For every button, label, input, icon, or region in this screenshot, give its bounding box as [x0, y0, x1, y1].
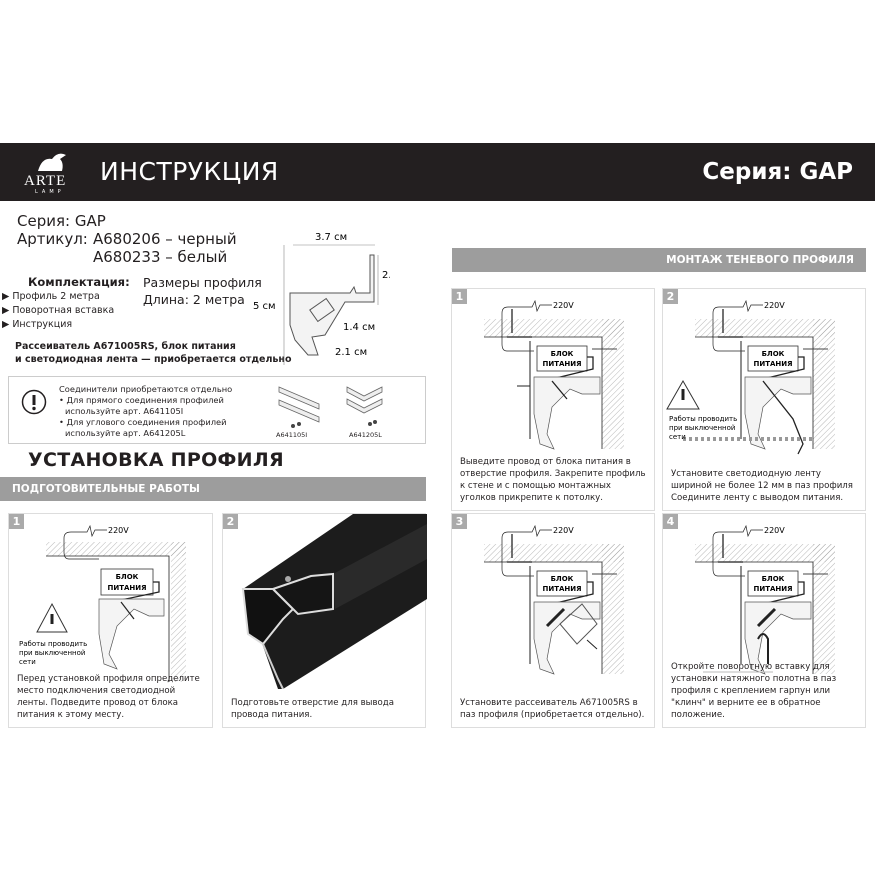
dim-flange: 2.3 см [382, 270, 390, 281]
svg-text:сети: сети [19, 658, 36, 666]
logo-subtext: LAMP [35, 189, 65, 195]
article-white: A680233 – белый [93, 248, 228, 266]
svg-text:БЛОК: БЛОК [762, 350, 785, 358]
step-number: 2 [223, 514, 238, 529]
step-caption: Откройте поворотную вставку для установк… [671, 662, 837, 720]
connectors-notice: Соединители приобретаются отдельно• Для … [8, 376, 426, 444]
svg-text:ПИТАНИЯ: ПИТАНИЯ [753, 585, 792, 593]
article-black: A680206 – черный [93, 230, 237, 248]
dims-title: Размеры профиля [143, 275, 262, 290]
step-caption: Установите светодиодную ленту шириной не… [671, 469, 853, 503]
mounting-diagram: 220V БЛОК ПИТАНИЯ [484, 524, 624, 675]
griffin-logo-icon [38, 153, 66, 171]
svg-text:220V: 220V [108, 526, 129, 535]
step-number: 2 [663, 289, 678, 304]
kit-list: ▶ Профиль 2 метра ▶ Поворотная вставка ▶… [2, 290, 114, 332]
svg-text:ПИТАНИЯ: ПИТАНИЯ [753, 360, 792, 368]
step-number: 1 [9, 514, 24, 529]
svg-text:БЛОК: БЛОК [551, 575, 574, 583]
kit-item: ▶ Поворотная вставка [2, 305, 115, 316]
dim-width: 3.7 см [315, 232, 347, 243]
dim-slot: 1.4 см [343, 322, 375, 333]
document-title: ИНСТРУКЦИЯ [100, 157, 279, 186]
series-label: Серия: GAP [17, 212, 106, 230]
svg-text:ПИТАНИЯ: ПИТАНИЯ [542, 585, 581, 593]
length: Длина: 2 метра [143, 292, 245, 307]
svg-text:ПИТАНИЯ: ПИТАНИЯ [107, 584, 146, 592]
exclamation-icon [21, 389, 47, 415]
svg-text:при выключенной: при выключенной [19, 649, 85, 657]
header-band: ARTE LAMP ИНСТРУКЦИЯ Серия: GAP [0, 143, 875, 201]
step-caption: Подготовьте отверстие для вывода провода… [231, 698, 394, 720]
prep-step-2-card: 2 Подготовьте отверстие для вывода прово… [222, 513, 427, 728]
mounting-diagram: 220V БЛОК ПИТАНИЯ [484, 299, 624, 450]
profile-3d-image [241, 514, 427, 689]
svg-text:сети: сети [669, 433, 686, 441]
svg-text:220V: 220V [764, 301, 785, 310]
svg-text:при выключенной: при выключенной [669, 424, 735, 432]
straight-connector-code: A641105I [276, 431, 308, 439]
kit-item: ▶ Инструкция [2, 319, 73, 330]
mount-section-bar: МОНТАЖ ТЕНЕВОГО ПРОФИЛЯ [452, 248, 866, 272]
step-caption: Выведите провод от блока питания в отвер… [460, 457, 646, 503]
step-number: 4 [663, 514, 678, 529]
mounting-diagram: 220V БЛОК ПИТАНИЯ [695, 524, 835, 675]
connectors-text: Соединители приобретаются отдельно• Для … [59, 384, 233, 438]
svg-text:БЛОК: БЛОК [762, 575, 785, 583]
logo-text: ARTE [24, 173, 67, 189]
step-number: 3 [452, 514, 467, 529]
series-title: Серия: GAP [702, 159, 853, 185]
step-number: 1 [452, 289, 467, 304]
install-heading: УСТАНОВКА ПРОФИЛЯ [28, 449, 284, 471]
kit-title: Комплектация: [28, 275, 130, 289]
svg-text:220V: 220V [764, 526, 785, 535]
dim-height: 5 см [253, 301, 276, 312]
prep-section-bar: ПОДГОТОВИТЕЛЬНЫЕ РАБОТЫ [0, 477, 426, 501]
svg-text:БЛОК: БЛОК [551, 350, 574, 358]
article-label: Артикул: [17, 230, 88, 248]
svg-text:ПИТАНИЯ: ПИТАНИЯ [542, 360, 581, 368]
svg-text:Работы проводить: Работы проводить [669, 415, 737, 423]
corner-connector-image [346, 386, 383, 426]
dim-bottom: 2.1 см [335, 347, 367, 358]
corner-connector-code: A641205L [349, 431, 382, 439]
brand-logo: ARTE LAMP [20, 147, 80, 197]
kit-item: ▶ Профиль 2 метра [2, 291, 100, 302]
svg-text:220V: 220V [553, 526, 574, 535]
profile-dimension-drawing: 3.7 см 5 см 2.3 см 1.4 см 2.1 см [253, 232, 390, 365]
step-caption: Перед установкой профиля определите мест… [17, 674, 200, 720]
straight-connector-image [278, 386, 320, 428]
step-caption: Установите рассеиватель A671005RS в паз … [460, 698, 645, 720]
svg-text:Работы проводить: Работы проводить [19, 640, 87, 648]
svg-text:БЛОК: БЛОК [116, 573, 139, 581]
svg-text:220V: 220V [553, 301, 574, 310]
